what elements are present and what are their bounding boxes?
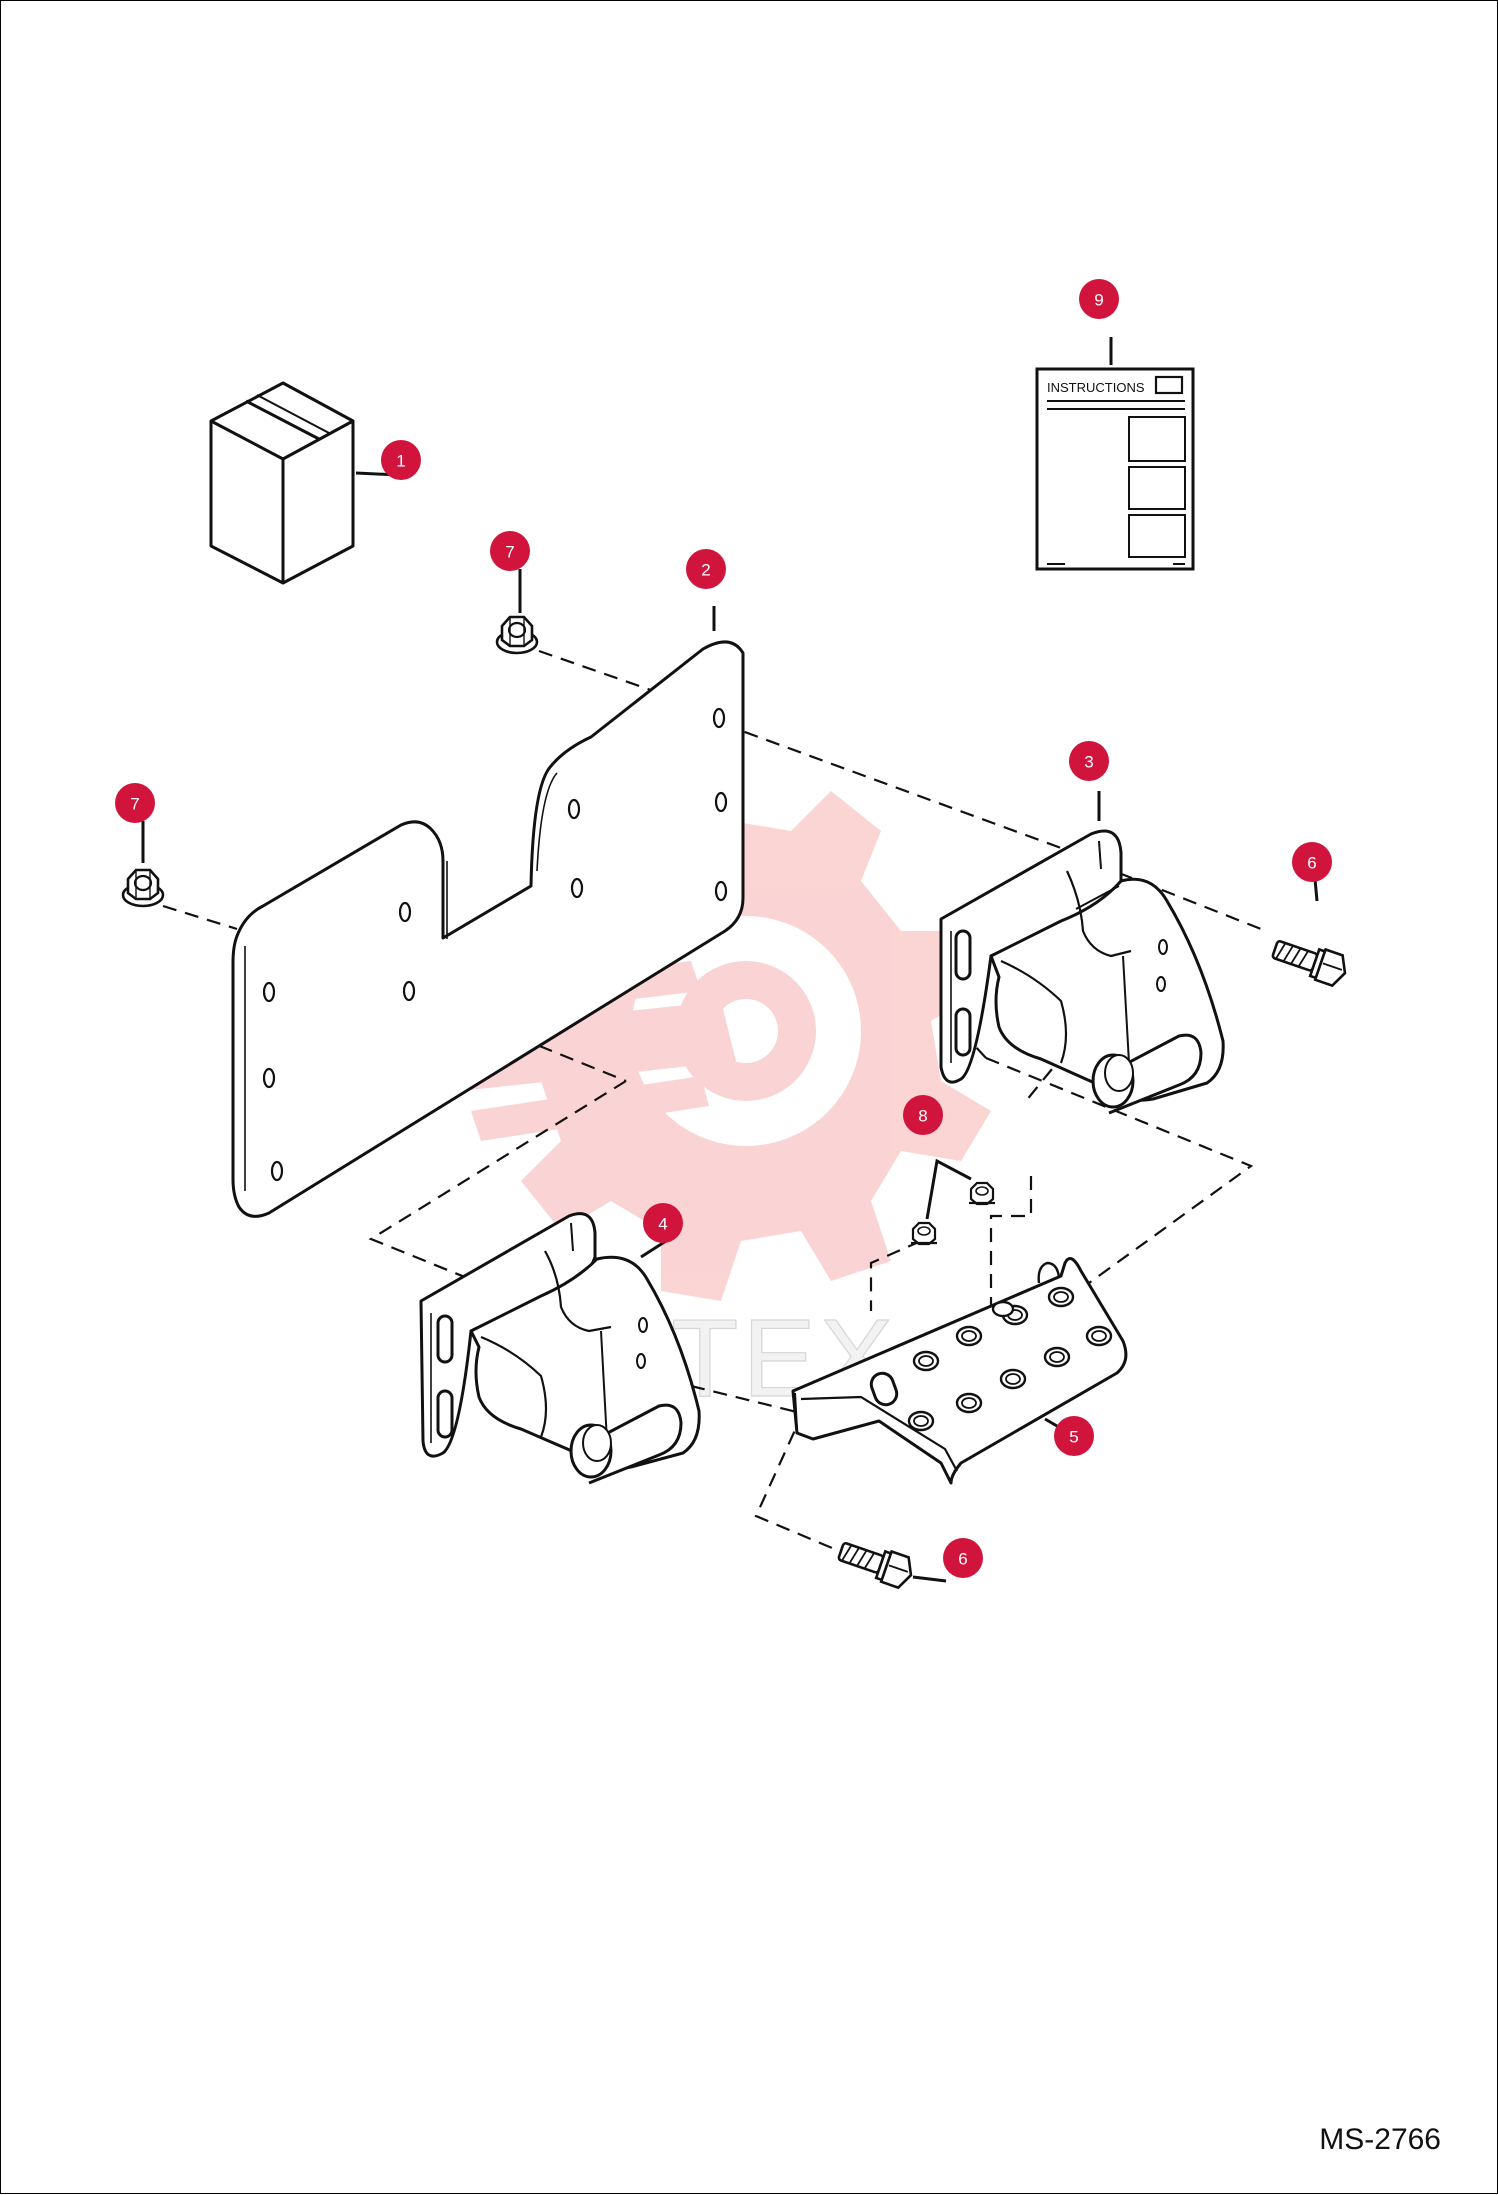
diagram-code: MS-2766	[1319, 2123, 1441, 2156]
small-bolt-left	[909, 1221, 939, 1246]
callout-left-hinge-bracket-marker: 4	[643, 1203, 683, 1243]
callout-flange-bolt-marker: 6	[1292, 842, 1332, 882]
callout-number: 6	[1307, 854, 1316, 873]
callout-flange-nut-marker: 7	[490, 531, 530, 571]
callout-number: 7	[505, 543, 514, 562]
callout-instruction-sheet-marker: 9	[1079, 279, 1119, 319]
left-hinge-bracket	[419, 1212, 701, 1485]
kit-box	[209, 381, 355, 585]
flange-bolt-upper	[1268, 932, 1352, 990]
callout-number: 3	[1084, 753, 1093, 772]
callout-flange-bolt-marker: 6	[943, 1538, 983, 1578]
flange-bolt-lower	[834, 1534, 918, 1592]
callout-number: 6	[958, 1550, 967, 1569]
callout-number: 4	[658, 1215, 667, 1234]
step-plate	[791, 1257, 1128, 1485]
instruction-sheet-title: INSTRUCTIONS	[1047, 380, 1145, 395]
callout-number: 9	[1094, 291, 1103, 310]
leader-line-4	[640, 1239, 667, 1259]
callout-number: 8	[918, 1107, 927, 1126]
leader-line-6-upper	[1313, 878, 1319, 902]
small-bolt-right	[967, 1181, 997, 1206]
callout-number: 7	[130, 795, 139, 814]
mounting-plate	[231, 640, 745, 1218]
callout-right-hinge-bracket-marker: 3	[1069, 741, 1109, 781]
callout-small-bolt-marker: 8	[903, 1095, 943, 1135]
right-hinge-bracket	[939, 829, 1225, 1115]
leader-line-6-lower	[912, 1575, 947, 1583]
callout-flange-nut-marker: 7	[115, 783, 155, 823]
callout-markers: 1 2 3 4 5 6 6 7 7 8 9	[115, 279, 1332, 1578]
callout-step-plate-marker: 5	[1054, 1416, 1094, 1456]
leader-line-8	[925, 1158, 972, 1220]
callout-mounting-plate-marker: 2	[686, 549, 726, 589]
instruction-sheet: INSTRUCTIONS	[1035, 367, 1195, 571]
callout-number: 1	[396, 452, 405, 471]
callout-kit-box-marker: 1	[381, 440, 421, 480]
callout-number: 5	[1069, 1428, 1078, 1447]
flange-nut-left	[121, 868, 165, 908]
callout-number: 2	[701, 561, 710, 580]
flange-nut-upper	[495, 615, 539, 655]
